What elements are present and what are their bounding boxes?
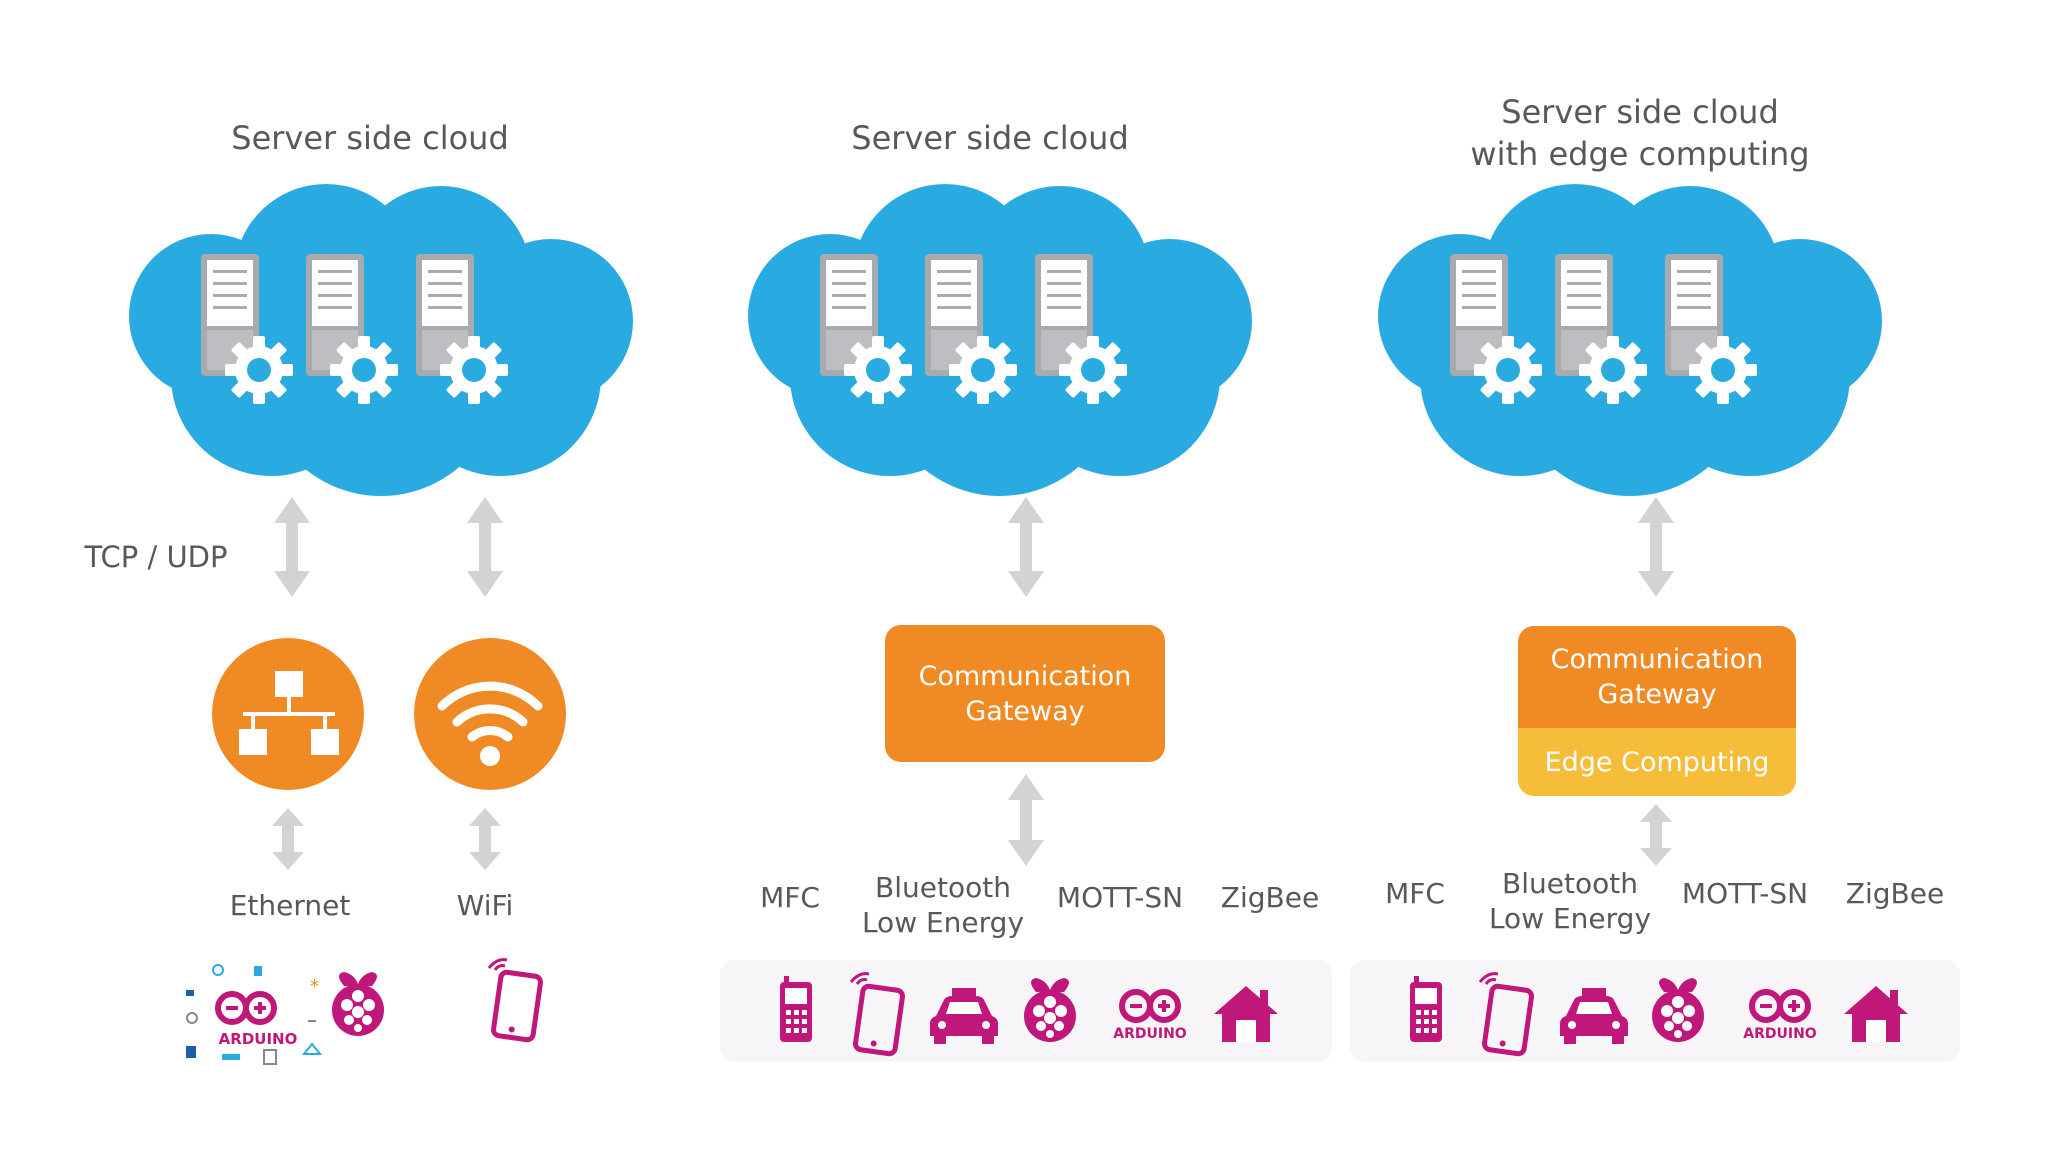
arrow-icon (1640, 804, 1672, 866)
protocol-label: ZigBee (1845, 877, 1945, 910)
arrow-icon (467, 497, 503, 597)
protocol-label: MFC (1385, 877, 1445, 910)
protocol-label: MOTT-SN (1056, 881, 1184, 914)
edge-computing-box: Edge Computing (1518, 728, 1796, 796)
smartphone-icon (493, 966, 553, 1056)
car-icon (1560, 988, 1628, 1044)
wifi-icon (414, 638, 566, 790)
raspberry-pi-icon (1024, 978, 1076, 1042)
mobile-phone-icon (780, 976, 812, 1042)
car-icon (930, 988, 998, 1044)
gateway-edge-stack: Communication Gateway Edge Computing (1518, 626, 1796, 796)
cloud-servers-icon (1360, 176, 1900, 516)
svg-text:ARDUINO: ARDUINO (1113, 1026, 1187, 1042)
arrow-icon (274, 497, 310, 597)
svg-text:*: * (310, 976, 319, 997)
arrow-icon (1008, 497, 1044, 597)
smartphone-icon (1484, 980, 1544, 1070)
home-icon (1844, 986, 1908, 1042)
link-label: TCP / UDP (84, 540, 228, 574)
protocol-label: Bluetooth Low Energy (861, 871, 1025, 939)
panel-2-title: Server side cloud (851, 119, 1129, 157)
protocol-label: ZigBee (1220, 881, 1320, 914)
arrow-icon (469, 808, 501, 870)
raspberry-pi-icon (1652, 978, 1704, 1042)
communication-gateway-box: Communication Gateway (885, 625, 1165, 762)
arduino-collage-icon: * ARDUINO (186, 964, 323, 1065)
arrow-icon (1008, 774, 1044, 866)
arduino-icon: ARDUINO (1113, 986, 1187, 1042)
arrow-icon (272, 808, 304, 870)
node-label-ethernet: Ethernet (229, 889, 351, 922)
cloud-servers-icon (730, 176, 1270, 516)
protocol-label: MOTT-SN (1681, 877, 1809, 910)
panel-3-title: Server side cloud with edge computing (1470, 93, 1810, 173)
panel-1-title: Server side cloud (231, 119, 509, 157)
mobile-phone-icon (1410, 976, 1442, 1042)
raspberry-pi-icon (332, 972, 384, 1036)
communication-gateway-box: Communication Gateway (1518, 626, 1796, 728)
protocol-label: MFC (760, 881, 820, 914)
arrow-icon (1638, 497, 1674, 597)
protocol-label: Bluetooth Low Energy (1488, 867, 1652, 935)
node-label-wifi: WiFi (456, 889, 514, 922)
home-icon (1214, 986, 1278, 1042)
arduino-icon: ARDUINO (1743, 986, 1817, 1042)
cloud-servers-icon (111, 176, 651, 516)
smartphone-icon (855, 980, 915, 1070)
svg-text:ARDUINO: ARDUINO (219, 1030, 298, 1048)
svg-text:ARDUINO: ARDUINO (1743, 1026, 1817, 1042)
ethernet-network-icon (212, 638, 364, 790)
